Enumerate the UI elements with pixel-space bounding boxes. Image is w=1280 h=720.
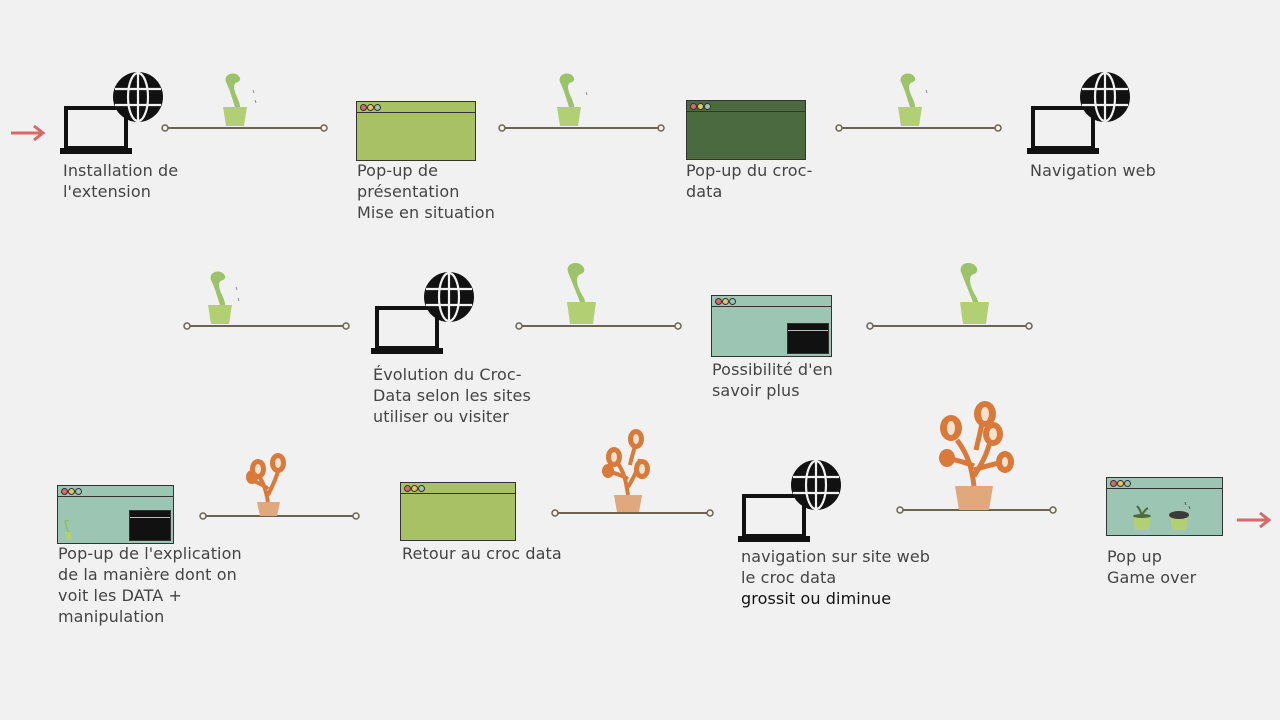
connector-line [183, 271, 350, 330]
terminal-window-icon [787, 323, 829, 354]
croc-data-popup-window-icon [686, 100, 806, 160]
start-arrow-icon [11, 124, 46, 142]
step-label-learn-more: Possibilité d'en savoir plus [712, 360, 833, 400]
laptop-globe-icon [60, 71, 163, 154]
step-label-evolution: Évolution du Croc- Data selon les sites … [373, 365, 531, 426]
connector-line [866, 262, 1033, 330]
step-label-game-over: Pop up Game over [1107, 547, 1197, 587]
presentation-popup-window-icon [356, 101, 476, 161]
game-over-popup-window-icon [1106, 477, 1223, 536]
step-label-croc-data-popup: Pop-up du croc- data [686, 161, 813, 201]
plant-orange-icon [246, 453, 286, 516]
laptop-globe-icon [1027, 71, 1130, 154]
plant-large-orange-icon [939, 401, 1014, 510]
laptop-globe-icon [371, 271, 474, 354]
plant-medium-green-icon [960, 262, 989, 324]
connector-line [835, 73, 1002, 132]
step-label-navigation-web: Navigation web [1030, 161, 1156, 180]
return-croc-data-popup-window-icon [400, 482, 516, 541]
step-label-installation: Installation de l'extension [63, 161, 179, 201]
plant-small-green-icon [898, 73, 928, 126]
plant-small-green-icon [557, 73, 588, 126]
plant-small-green-icon [223, 73, 257, 126]
plant-tiny-green-icon [64, 520, 72, 539]
connector-line [161, 73, 328, 132]
connector-line [498, 73, 665, 132]
connector-line [199, 453, 360, 520]
step-label-explanation: Pop-up de l'explication de la manière do… [58, 544, 242, 626]
learn-more-popup-window-icon [711, 295, 832, 357]
step-label-navigation-site: navigation sur site web le croc data gro… [741, 547, 931, 608]
plant-pot-green-icon [1133, 505, 1151, 530]
connector-line [896, 401, 1057, 514]
terminal-window-icon [129, 510, 171, 541]
explanation-popup-window-icon [57, 485, 174, 544]
step-label-presentation: Pop-up de présentation Mise en situation [357, 161, 495, 222]
end-arrow-icon [1237, 511, 1272, 529]
plant-orange-icon [602, 429, 650, 512]
plant-small-green-icon [208, 271, 240, 324]
connector-line [515, 262, 682, 330]
step-label-return-croc-data: Retour au croc data [402, 544, 562, 563]
laptop-globe-icon [738, 459, 841, 542]
plant-pot-withered-icon [1169, 501, 1191, 530]
connector-line [551, 429, 714, 517]
plant-medium-green-icon [567, 262, 596, 324]
